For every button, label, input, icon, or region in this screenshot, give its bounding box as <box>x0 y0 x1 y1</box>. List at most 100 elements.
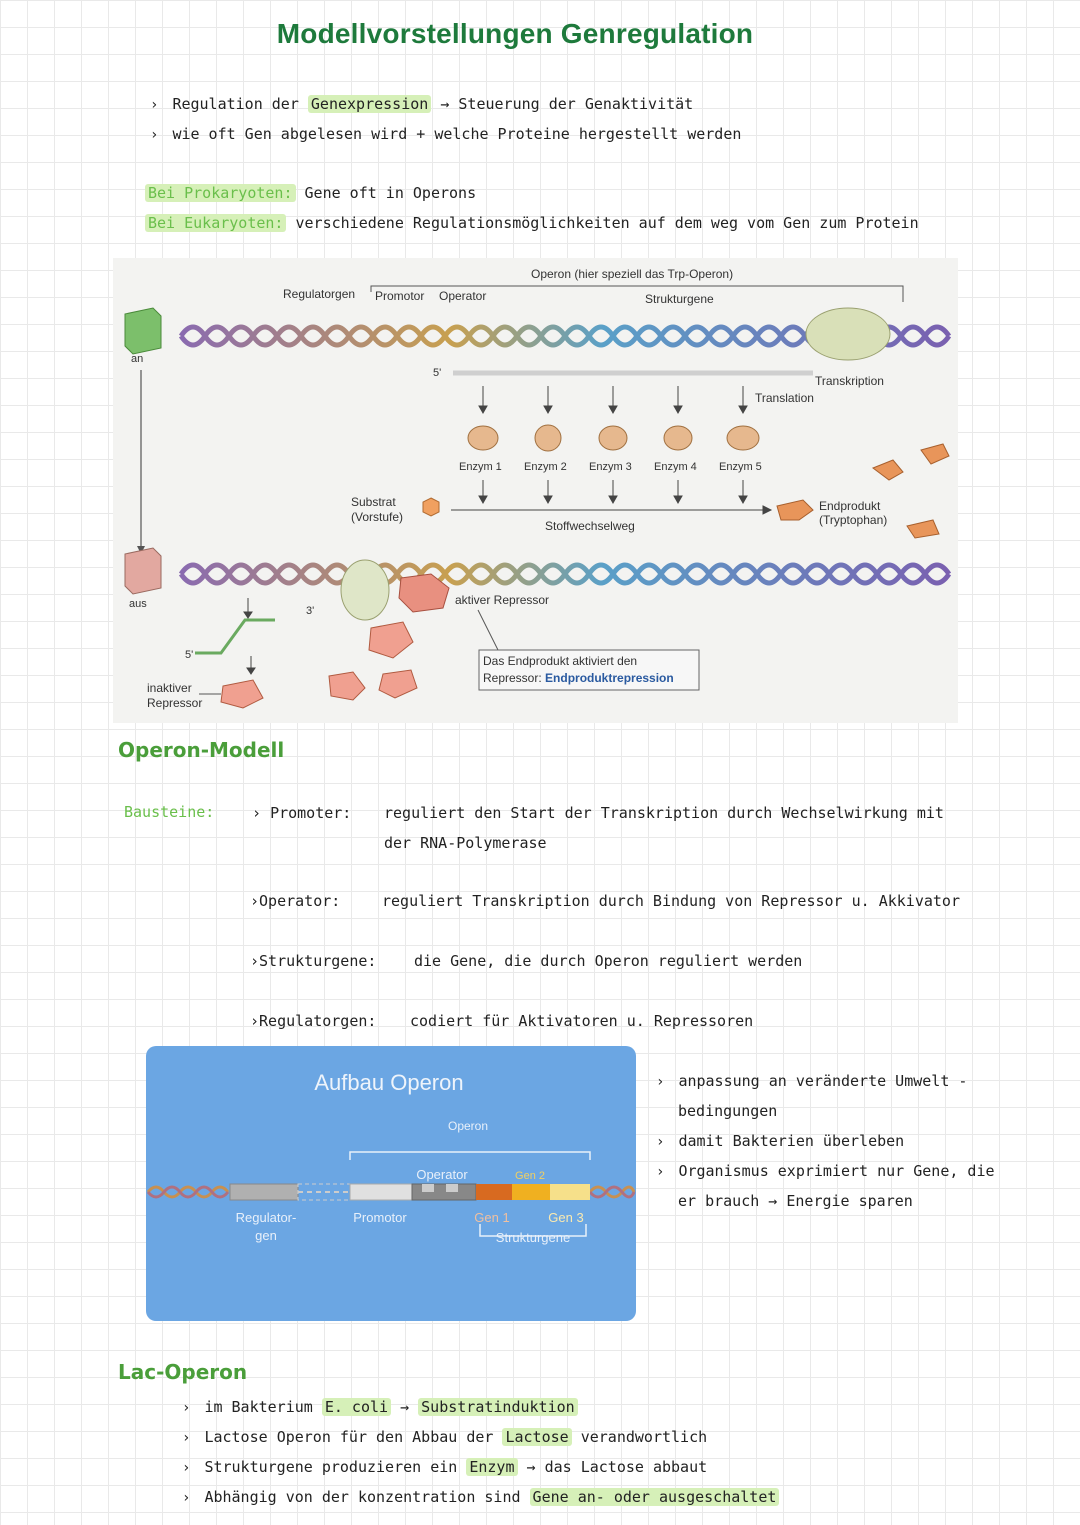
note-2-text: damit Bakterien überleben <box>678 1132 905 1150</box>
active-switch-icon <box>124 307 162 355</box>
note-1-cont: bedingungen <box>678 1102 778 1120</box>
transkription-label: Transkription <box>815 374 884 388</box>
mrna-5prime-label: 5' <box>433 367 441 379</box>
note-3: › Organismus exprimiert nur Gene, die <box>656 1162 995 1180</box>
repressor-icons <box>220 621 418 709</box>
promotor-label: Promotor <box>375 289 424 303</box>
bullet-arrow-icon: › <box>656 1164 665 1180</box>
lac-line-3: ›Strukturgene produzieren ein Enzym → da… <box>182 1458 708 1476</box>
bullet-arrow-icon: › <box>252 804 262 822</box>
bullet-arrow-icon: › <box>182 1400 191 1416</box>
bullet-arrow-icon: › <box>182 1490 191 1506</box>
intro-line-2: ›wie oft Gen abgelesen wird + welche Pro… <box>150 125 741 143</box>
prokaryoten-line: Bei Prokaryoten: Gene oft in Operons <box>145 184 476 202</box>
promotor-label: Promotor <box>353 1210 407 1225</box>
endprodukt-icons <box>776 443 950 539</box>
promoter-label: Promoter: <box>270 804 352 822</box>
callout-line-2: Repressor: Endproduktrepression <box>483 671 674 685</box>
gen3-label: Gen 3 <box>548 1210 583 1225</box>
note-3-cont: er brauch → Energie sparen <box>678 1192 913 1210</box>
operator-term: ›Operator: <box>250 892 340 910</box>
note-3-text: Organismus exprimiert nur Gene, die <box>678 1162 995 1180</box>
lac-line-4: ›Abhängig von der konzentration sind Gen… <box>182 1488 780 1506</box>
endproduktrepression-callout <box>478 649 700 691</box>
eukaryoten-line: Bei Eukaryoten: verschiedene Regulations… <box>145 214 919 232</box>
endprodukt-label-2: (Tryptophan) <box>819 513 887 527</box>
operator-label: Operator <box>439 289 486 303</box>
substrat-label: Substrat <box>351 495 396 509</box>
aktiver-repressor-label: aktiver Repressor <box>455 593 549 607</box>
prokaryoten-text: Gene oft in Operons <box>304 184 477 202</box>
inaktiver-repressor-label-2: Repressor <box>147 696 202 710</box>
dna-strand-bottom <box>178 562 952 586</box>
enzyme-1-label: Enzym 1 <box>459 461 502 473</box>
bullet-arrow-icon: › <box>182 1430 191 1446</box>
bullet-arrow-icon: › <box>150 127 159 143</box>
translation-label: Translation <box>755 391 814 405</box>
promoter-desc-2: der RNA-Polymerase <box>384 834 547 852</box>
aufbau-operon-title: Aufbau Operon <box>314 1070 463 1095</box>
strukturgene-desc: die Gene, die durch Operon reguliert wer… <box>414 952 803 970</box>
lac-operon-heading: Lac-Operon <box>118 1360 248 1384</box>
regulatorgen-segment <box>229 1183 299 1201</box>
enzyme-4-label: Enzym 4 <box>654 461 697 473</box>
bullet-arrow-icon: › <box>656 1074 665 1090</box>
inactive-switch-icon <box>124 547 162 595</box>
bullet-arrow-icon: › <box>150 97 159 113</box>
promotor-segment <box>349 1183 413 1201</box>
gen1-label: Gen 1 <box>474 1210 509 1225</box>
note-1: › anpassung an veränderte Umwelt - <box>656 1072 967 1090</box>
strukturgene-label: Strukturgene <box>496 1230 570 1245</box>
intro-text-2: → Steuerung der Genaktivität <box>440 95 694 113</box>
dna-right-end <box>588 1185 636 1199</box>
lac-line-2: ›Lactose Operon für den Abbau der Lactos… <box>182 1428 708 1446</box>
enzym-highlight: Enzym <box>466 1458 518 1476</box>
operon-label: Operon (hier speziell das Trp-Operon) <box>531 267 733 281</box>
gen1-segment <box>476 1184 512 1200</box>
lac-line-1: ›im Bakterium E. coli → Substratinduktio… <box>182 1398 578 1416</box>
regulatorgen-desc: codiert für Aktivatoren u. Repressoren <box>410 1012 754 1030</box>
substratinduktion-highlight: Substratinduktion <box>418 1398 578 1416</box>
regulatorgen-term: ›Regulatorgen: <box>250 1012 376 1030</box>
endprodukt-label: Endprodukt <box>819 499 881 513</box>
intro-line-1: › Regulation der Genexpression → Steuerun… <box>150 95 693 113</box>
substrat-label-2: (Vorstufe) <box>351 510 403 524</box>
bullet-arrow-icon: › <box>250 1012 260 1030</box>
bullet-arrow-icon: › <box>250 952 260 970</box>
lactose-highlight: Lactose <box>502 1428 572 1446</box>
aufbau-operon-figure: Aufbau Operon Operon Operator Gen 2 Regu… <box>146 1046 636 1321</box>
substrat-icon <box>422 497 440 517</box>
gen2-label: Gen 2 <box>515 1170 545 1182</box>
trp-operon-diagram: Operon (hier speziell das Trp-Operon) Re… <box>124 267 952 710</box>
page-title: Modellvorstellungen Genregulation <box>276 18 754 49</box>
aus-label: aus <box>129 598 147 610</box>
rna-polymerase-icon <box>805 307 891 361</box>
bausteine-label: Bausteine: <box>124 803 215 821</box>
enzyme-icons <box>467 424 760 452</box>
gen3-segment <box>550 1184 590 1200</box>
regulator-5prime-label: 5' <box>185 649 193 661</box>
enzyme-5-label: Enzym 5 <box>719 461 762 473</box>
regulatorgen-label: Regulatorgen: <box>259 1012 377 1030</box>
eukaryoten-label: Bei Eukaryoten: <box>145 214 287 232</box>
strukturgene-label: Strukturgene: <box>259 952 377 970</box>
prokaryoten-label: Bei Prokaryoten: <box>145 184 296 202</box>
strukturgene-term: ›Strukturgene: <box>250 952 376 970</box>
intro-highlight: Genexpression <box>307 95 432 113</box>
gen2-segment <box>512 1184 550 1200</box>
stoffwechselweg-label: Stoffwechselweg <box>545 519 635 533</box>
enzyme-3-label: Enzym 3 <box>589 461 632 473</box>
active-repressor-icon <box>398 573 450 613</box>
enzyme-2-label: Enzym 2 <box>524 461 567 473</box>
operon-modell-heading: Operon-Modell <box>118 738 285 762</box>
gene-an-aus-highlight: Gene an- oder ausgeschaltet <box>529 1488 780 1506</box>
note-1-text: anpassung an veränderte Umwelt - <box>678 1072 968 1090</box>
intro-text: Regulation der <box>172 95 299 113</box>
strukturgene-label: Strukturgene <box>645 292 714 306</box>
regulator-3prime-label: 3' <box>306 605 314 617</box>
blocked-polymerase-icon <box>340 559 390 621</box>
inaktiver-repressor-label: inaktiver <box>147 681 192 695</box>
regulatorgen-label: Regulator- <box>236 1210 297 1225</box>
enzyme-row <box>478 386 748 415</box>
operator-label: Operator: <box>259 892 341 910</box>
